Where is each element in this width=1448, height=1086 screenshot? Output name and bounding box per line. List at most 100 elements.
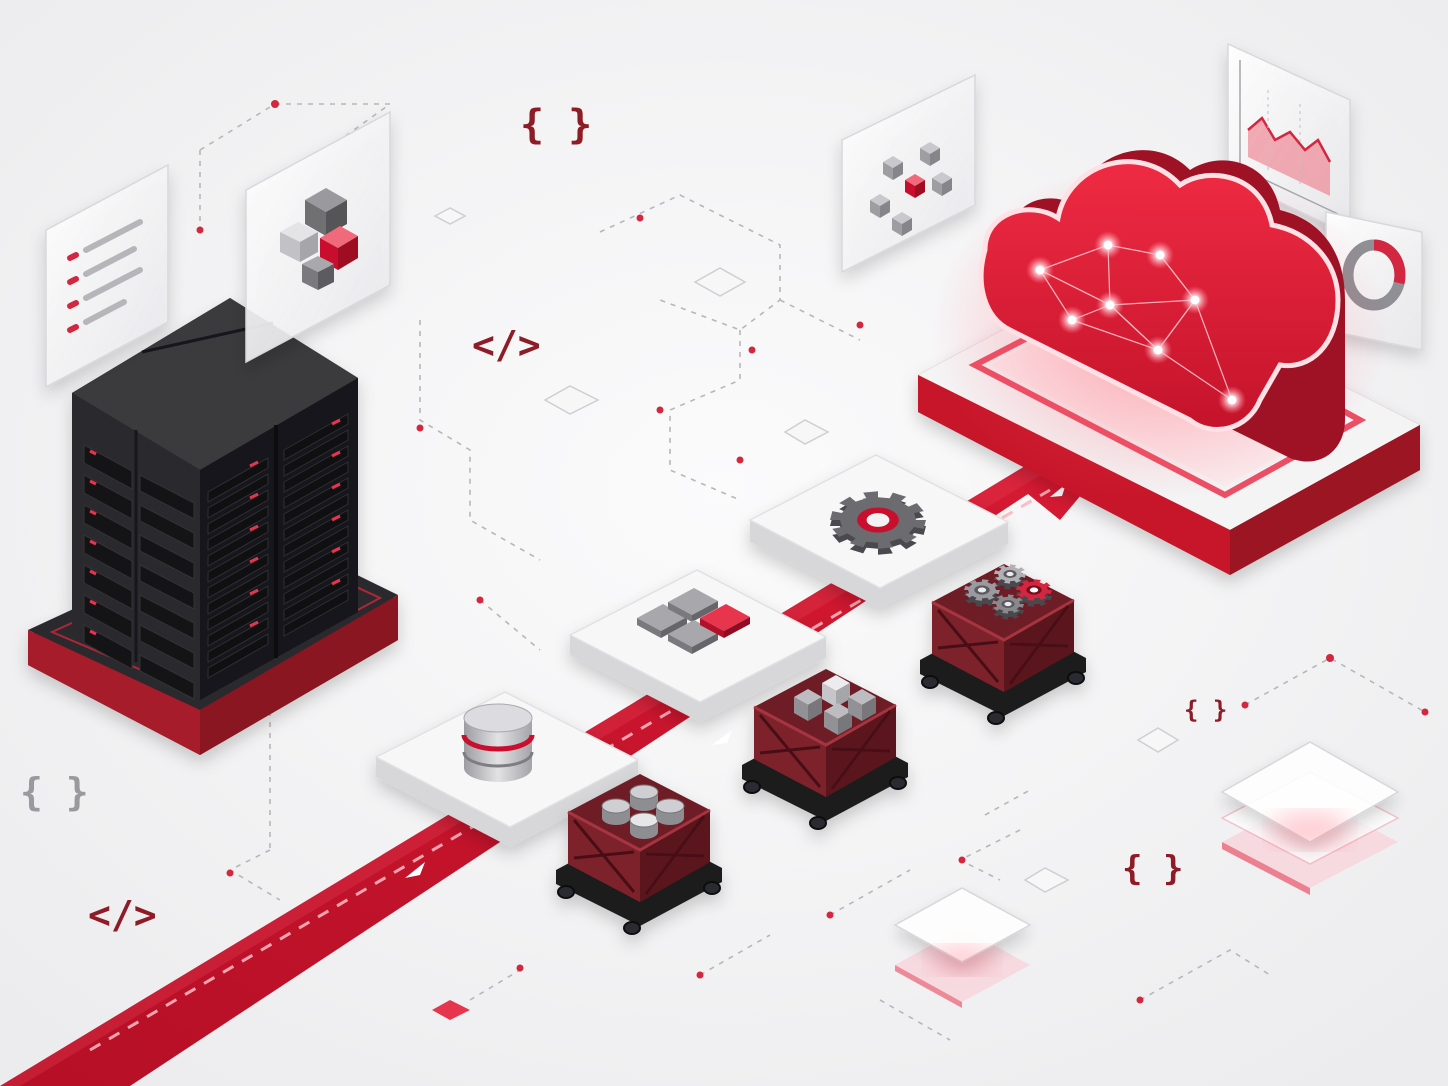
module-block	[838, 711, 852, 735]
server-led	[331, 514, 341, 522]
cloud-node	[1153, 345, 1163, 355]
storage-cylinder-top	[655, 798, 685, 814]
server-side-slots	[207, 413, 349, 679]
cart-wheel	[921, 675, 939, 689]
crate-rim	[567, 808, 711, 852]
server-slot	[207, 585, 269, 631]
server-slot	[207, 521, 269, 567]
crate-rim	[753, 703, 897, 747]
module-block	[808, 697, 822, 721]
server-slot	[283, 557, 349, 605]
cloud-network-icon	[978, 150, 1345, 462]
storage-cylinder-top	[629, 812, 659, 828]
server-slot	[139, 534, 195, 580]
gear-icon	[830, 491, 926, 555]
server-slot	[207, 617, 269, 663]
gear-hub	[1004, 601, 1012, 607]
gear-hub	[977, 587, 987, 593]
server-slot	[139, 624, 195, 670]
server-led	[331, 546, 341, 554]
module-block	[836, 683, 850, 707]
storage-cylinder-top	[629, 784, 659, 800]
server-slot	[207, 537, 269, 583]
server-slot	[207, 473, 269, 519]
cart-wheel	[743, 780, 761, 794]
gear-hub	[1029, 587, 1039, 593]
server-led	[249, 460, 259, 468]
server-slot	[283, 573, 349, 621]
cloud-node	[1227, 395, 1237, 405]
module-block	[862, 697, 876, 721]
server-led	[89, 539, 97, 546]
server-led	[249, 492, 259, 500]
cloud-node	[1067, 315, 1077, 325]
server-slot	[139, 594, 195, 640]
server-led	[331, 418, 341, 426]
server-slot	[83, 474, 133, 520]
storage-cylinder-top	[601, 798, 631, 814]
code-braces-icon: { }	[1184, 696, 1227, 724]
cart-wheel	[703, 881, 721, 895]
gear-hub	[1006, 571, 1014, 577]
cloud-node	[1190, 295, 1200, 305]
server-slot	[83, 444, 133, 490]
server-slot	[283, 525, 349, 573]
server-led	[331, 450, 341, 458]
server-slot	[283, 429, 349, 477]
module-grid-icon	[637, 588, 750, 654]
cart-wheel	[623, 921, 641, 935]
cart-wheel	[557, 885, 575, 899]
server-led	[89, 509, 97, 516]
module-block	[794, 697, 808, 721]
crate-plank	[936, 605, 1070, 685]
server-slot	[283, 509, 349, 557]
server-slot	[207, 489, 269, 535]
server-front-slots	[83, 444, 195, 700]
document-list-icon	[45, 163, 169, 389]
database-icon	[461, 703, 535, 782]
server-slot	[207, 601, 269, 647]
server-slot	[139, 654, 195, 700]
layers-small-icon	[893, 887, 1032, 1008]
code-braces-icon: { }	[20, 770, 89, 814]
server-slot	[283, 477, 349, 525]
server-led	[249, 556, 259, 564]
server-led	[89, 629, 97, 636]
server-led	[249, 588, 259, 596]
code-tag-icon: </>	[472, 323, 541, 367]
code-braces-icon: { }	[1122, 849, 1183, 889]
cloud-node	[1035, 265, 1045, 275]
code-symbols: { } </> { } </> { } { }	[20, 102, 1227, 937]
server-slot	[83, 594, 133, 640]
floating-squares	[432, 207, 1180, 1020]
crate-plank	[758, 710, 892, 790]
crate-cart-icon	[556, 774, 722, 935]
module-block	[822, 683, 836, 707]
server-led	[249, 620, 259, 628]
server-led	[331, 482, 341, 490]
server-slot	[283, 445, 349, 493]
server-slot	[139, 504, 195, 550]
server-led	[89, 569, 97, 576]
server-slot	[83, 504, 133, 550]
cart-wheel	[809, 816, 827, 830]
server-slot	[83, 534, 133, 580]
gear-hub	[866, 513, 890, 527]
server-slot	[283, 461, 349, 509]
server-slot	[283, 589, 349, 637]
server-led	[89, 479, 97, 486]
server-slot	[207, 633, 269, 679]
module-block	[824, 711, 838, 735]
gear-icon	[964, 564, 1052, 620]
crate-rim	[931, 598, 1075, 642]
code-tag-icon: </>	[88, 893, 157, 937]
server-slot	[283, 413, 349, 461]
server-slot	[283, 493, 349, 541]
cloud-node	[1105, 300, 1115, 310]
server-slot	[207, 505, 269, 551]
server-slot	[207, 553, 269, 599]
cloud-node	[1103, 240, 1113, 250]
server-slot	[139, 564, 195, 610]
server-led	[249, 524, 259, 532]
